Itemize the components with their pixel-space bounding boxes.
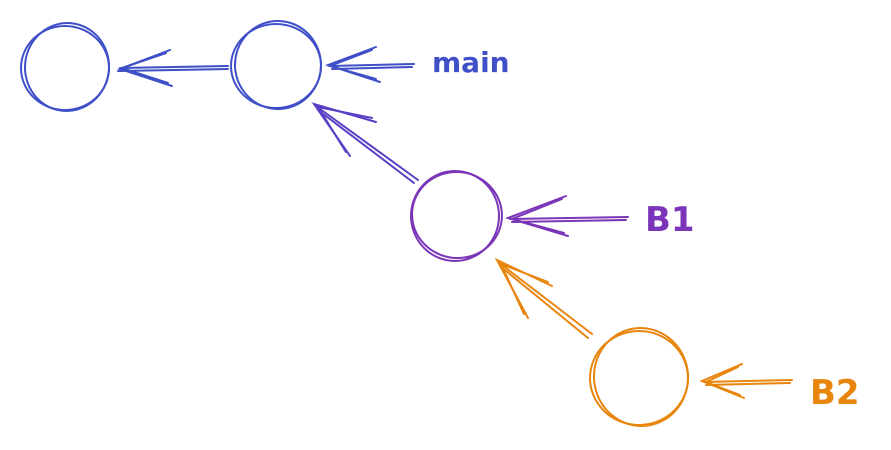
pointer-arrow-main-head-2 (326, 49, 377, 80)
pointer-arrow-b1-head-2 (508, 198, 565, 234)
commit-node-b1 (410, 170, 503, 262)
arrow-b2-to-b1-shaft-2 (499, 265, 589, 339)
pointer-arrow-b1-shaft (509, 216, 629, 220)
commit-node-main-stroke-b (233, 20, 323, 110)
pointer-arrow-main-shaft-2 (331, 66, 413, 70)
arrow-b1-to-main-shaft (315, 105, 419, 181)
commit-node-b2 (589, 327, 690, 427)
commit-node-b1-stroke-b (411, 170, 503, 260)
arrow-main-to-root-shaft-2 (119, 65, 229, 69)
arrow-b2-to-b1-shaft (497, 261, 593, 335)
pointer-arrow-b1-head (504, 195, 569, 237)
pointer-arrow-main-head (324, 46, 381, 83)
pointer-arrow-main (324, 46, 415, 83)
arrow-b1-to-main-head-2 (315, 105, 373, 153)
arrow-b2-to-b1-head-2 (499, 262, 549, 315)
pointer-arrow-b1-shaft-2 (511, 219, 627, 223)
arrow-main-to-root (116, 49, 229, 87)
commit-node-root-stroke-b (23, 22, 111, 112)
pointer-arrow-b2-head (699, 363, 745, 399)
commit-node-b2-stroke-b (592, 327, 690, 427)
commit-node-root (20, 22, 111, 112)
pointer-arrow-b2 (699, 363, 793, 399)
arrow-b1-to-main-shaft-2 (317, 109, 415, 184)
branch-label-main: main (432, 46, 510, 79)
pointer-arrow-b2-head-2 (703, 366, 741, 396)
arrow-b2-to-b1 (494, 257, 593, 339)
branch-label-b2: B2 (810, 373, 860, 413)
pointer-arrow-b2-shaft-2 (705, 382, 791, 386)
branch-label-b1: B1 (645, 200, 695, 240)
pointer-arrow-b1 (504, 195, 629, 237)
commit-node-main (230, 20, 323, 110)
pointer-arrow-b2-shaft (703, 379, 793, 383)
arrow-main-to-root-shaft (117, 68, 229, 72)
pointer-arrow-main-shaft (329, 63, 415, 67)
arrow-b1-to-main (311, 102, 419, 184)
arrow-main-to-root-head-2 (118, 52, 169, 84)
